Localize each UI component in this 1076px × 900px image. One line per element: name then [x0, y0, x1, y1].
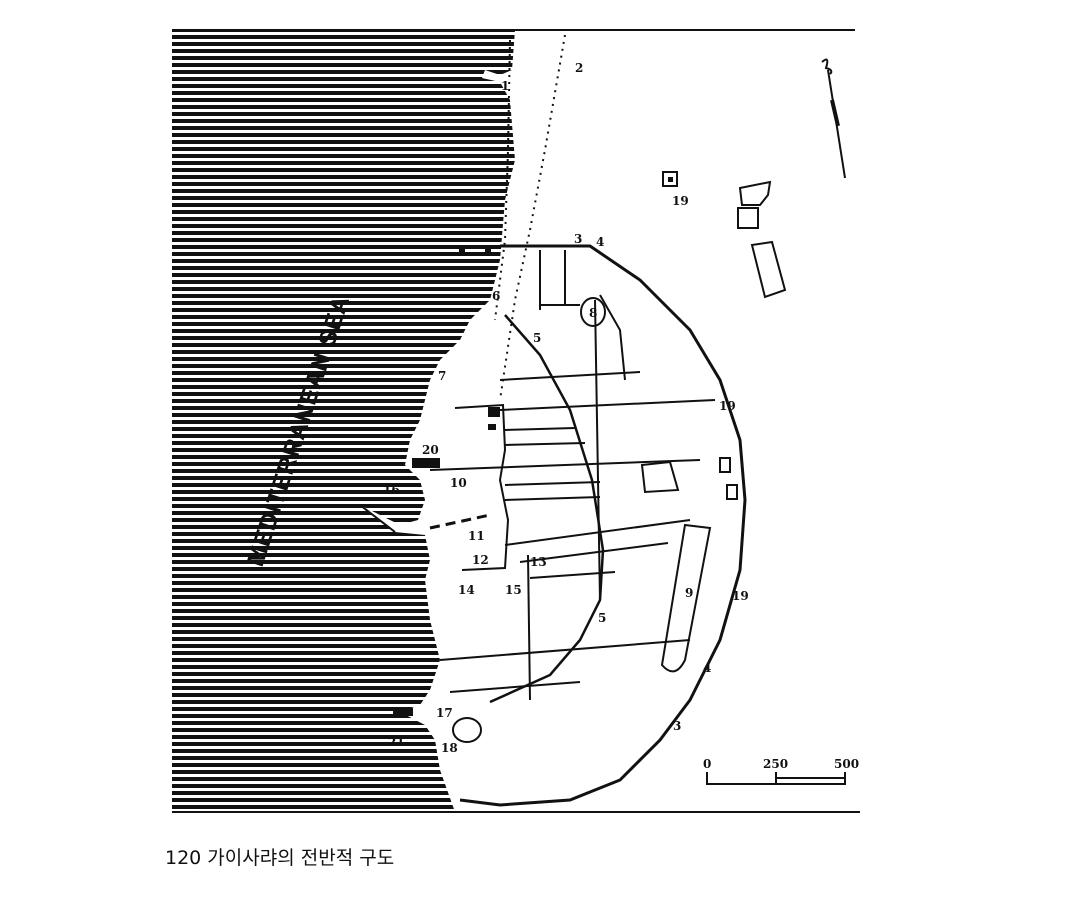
site-label: 19	[732, 589, 749, 603]
site-label: 5	[533, 331, 541, 345]
site-label: 17	[436, 706, 453, 720]
site-label: 7	[438, 369, 446, 383]
site-label: 6	[492, 289, 500, 303]
figure-caption: 120 가이사랴의 전반적 구도	[165, 847, 395, 869]
scale-tick-label: 500	[834, 757, 859, 771]
site-label: 9	[685, 586, 693, 600]
site-label: 20	[422, 443, 439, 457]
site-label: 16	[383, 483, 400, 497]
scale-tick-label: 250	[763, 757, 788, 771]
site-label: 2	[575, 61, 583, 75]
site-label: 8	[589, 306, 597, 320]
site-label: 3	[673, 719, 681, 733]
site-label: 13	[530, 555, 547, 569]
site-label: 1	[501, 79, 509, 93]
site-label: 11	[468, 529, 485, 543]
site-label: 15	[505, 583, 522, 597]
site-label: 19	[672, 194, 689, 208]
north-arrow-icon	[821, 58, 846, 179]
site-label: 4	[703, 661, 711, 675]
map-linework	[172, 29, 860, 813]
site-label: 5	[598, 611, 606, 625]
site-label: 4	[596, 235, 604, 249]
site-label: 3	[574, 232, 582, 246]
site-label: 14	[458, 583, 475, 597]
solid-structures	[393, 177, 673, 716]
scale-tick-label: 0	[703, 757, 711, 771]
site-label: 18	[441, 741, 458, 755]
site-label: 21	[388, 735, 405, 749]
site-label: 12	[472, 553, 489, 567]
scale-bar: 0 250 500	[703, 757, 859, 785]
site-label: 19	[719, 399, 736, 413]
site-labels: 1 2 3 4 5 6 7 8 9 10 11 12 13 14 15 16 1…	[383, 61, 749, 755]
sea	[172, 30, 515, 812]
site-label: 10	[450, 476, 467, 490]
